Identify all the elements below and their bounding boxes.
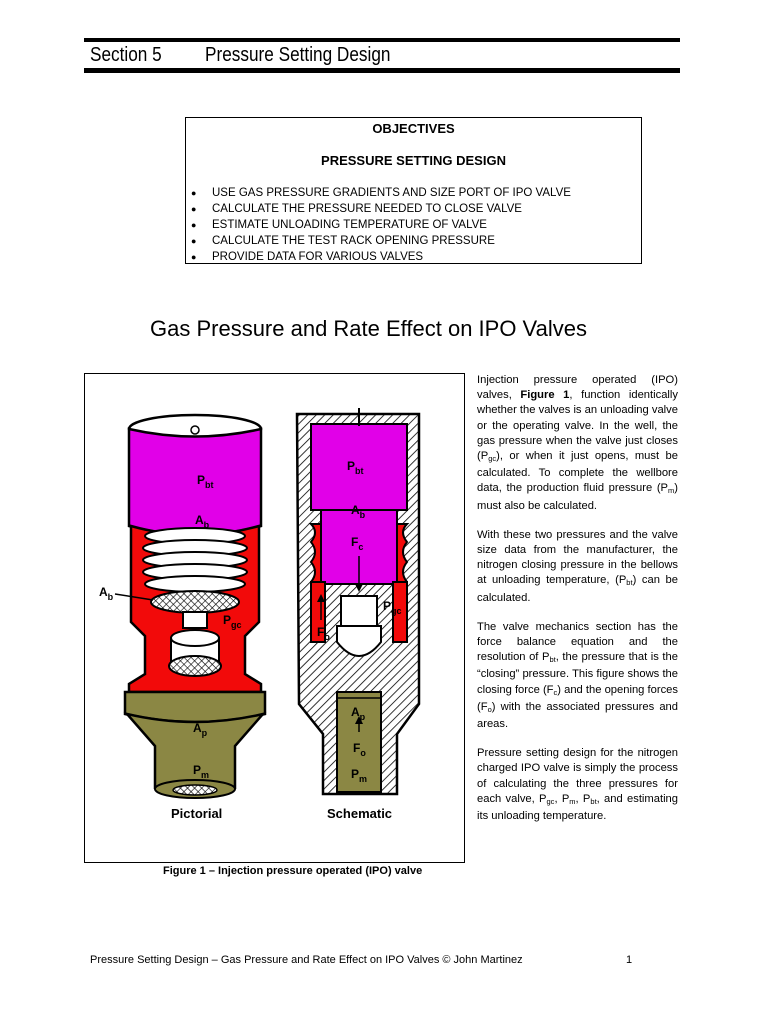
label-pbt-pictorial: Pbt [197,473,214,490]
objective-item: ●PROVIDE DATA FOR VARIOUS VALVES [191,251,424,263]
objective-item: ●CALCULATE THE PRESSURE NEEDED TO CLOSE … [191,203,522,215]
bullet-icon: ● [191,252,197,262]
paragraph-2: With these two pressures and the valve s… [477,528,678,604]
label-fo-left: Fo [317,625,330,642]
bullet-icon: ● [191,188,197,198]
label-pgc-pictorial: Pgc [223,613,242,630]
objectives-subheading: PRESSURE SETTING DESIGN [321,153,506,168]
label-fo-schematic: Fo [353,741,366,758]
label-pgc-schematic: Pgc [383,599,402,616]
label-ap-pictorial: Ap [193,721,208,738]
paragraph-4: Pressure setting design for the nitrogen… [477,747,678,823]
paragraph-1: Injection pressure operated (IPO) valves… [477,374,678,512]
paragraph-3: The valve mechanics section has the forc… [477,620,678,731]
label-ap-schematic: Ap [351,705,366,722]
label-fc-schematic: Fc [351,535,363,552]
header-rule-bottom [84,68,680,73]
footer-text: Pressure Setting Design – Gas Pressure a… [90,954,523,966]
page-number: 1 [626,954,633,966]
header-rule-top [84,38,680,42]
objectives-box: OBJECTIVES PRESSURE SETTING DESIGN ●USE … [185,117,642,264]
label-ab-schematic: Ab [351,503,366,520]
pictorial-view: Pbt Ab Ab Pgc Ap Pm Pictorial [99,413,267,821]
bullet-icon: ● [191,236,197,246]
figure-1: Pbt Ab Ab Pgc Ap Pm Pictorial [84,373,465,863]
label-pm-schematic: Pm [351,767,367,784]
label-pm-pictorial: Pm [193,763,209,780]
bullet-icon: ● [191,220,197,230]
bullet-icon: ● [191,204,197,214]
label-pbt-schematic: Pbt [347,459,364,476]
objective-item: ●ESTIMATE UNLOADING TEMPERATURE OF VALVE [191,219,487,231]
schematic-view: Pbt Ab Fc Pgc Fo Ap Fo Pm Schematic [295,408,421,821]
pictorial-label: Pictorial [171,806,222,821]
objectives-list: ●USE GAS PRESSURE GRADIENTS AND SIZE POR… [186,185,571,265]
label-ab-side: Ab [99,585,114,602]
objectives-heading: OBJECTIVES [372,121,455,136]
schematic-label: Schematic [327,806,392,821]
page-heading: Gas Pressure and Rate Effect on IPO Valv… [150,316,587,341]
label-ab-pictorial: Ab [195,513,210,530]
section-title: Pressure Setting Design [205,44,391,66]
ipo-valve-diagram: Pbt Ab Ab Pgc Ap Pm Pictorial [99,408,421,821]
section-number: Section 5 [90,44,162,66]
figure-caption: Figure 1 – Injection pressure operated (… [163,865,423,877]
objective-item: ●USE GAS PRESSURE GRADIENTS AND SIZE POR… [191,187,571,199]
objective-item: ●CALCULATE THE TEST RACK OPENING PRESSUR… [191,235,495,247]
body-text: Injection pressure operated (IPO) valves… [477,373,678,838]
